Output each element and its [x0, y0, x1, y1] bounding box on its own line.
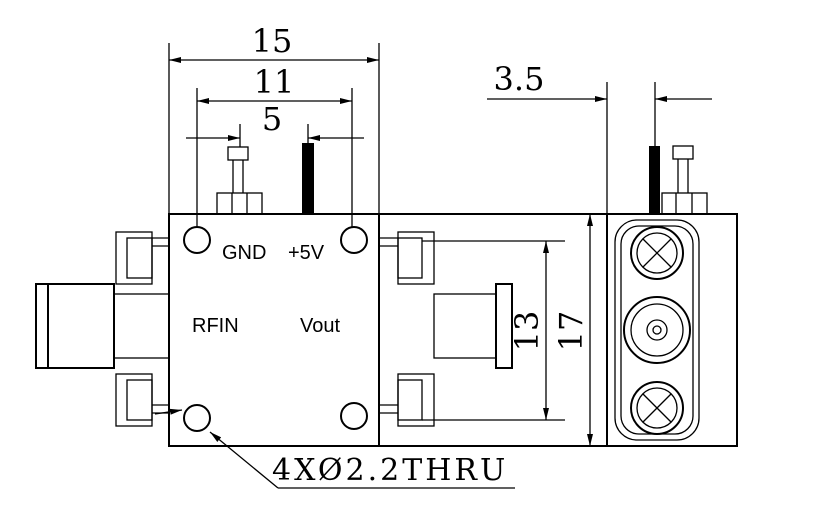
vout-connector-stubs [379, 231, 435, 427]
dim-15-label: 15 [252, 22, 293, 60]
front-view: GND +5V RFIN Vout [35, 143, 608, 447]
mounting-hole-bottom-left [183, 404, 211, 432]
dim-3-5-label: 3.5 [494, 60, 545, 98]
mounting-hole-bottom-right [340, 402, 368, 430]
plus5v-label: +5V [288, 242, 325, 264]
height-dimensions: 13 17 [422, 213, 600, 447]
dim-13-label: 13 [508, 311, 546, 352]
vout-label: Vout [300, 315, 340, 337]
hole-note: 4XØ2.2THRU [272, 453, 508, 488]
side-body [606, 213, 738, 447]
side-connector-frame [614, 219, 700, 441]
side-lower-flange [630, 381, 684, 435]
rfin-connector-stubs [115, 231, 169, 427]
side-sma-center [623, 296, 691, 364]
gnd-terminal [216, 146, 263, 215]
dim-5-label: 5 [262, 100, 282, 138]
dim-17-label: 17 [552, 311, 590, 352]
hole-callout: 4XØ2.2THRU [154, 408, 515, 489]
rfin-label: RFIN [192, 315, 239, 337]
gnd-label: GND [222, 242, 266, 264]
side-plus5v-pin [649, 146, 660, 214]
vout-connector [433, 283, 513, 369]
side-gnd-terminal [661, 145, 708, 215]
top-dimensions: 15 11 5 [168, 22, 380, 228]
mounting-hole-top-right [340, 226, 368, 254]
side-upper-flange [630, 226, 684, 280]
dim-11-label: 11 [254, 63, 295, 101]
mounting-hole-top-left [183, 226, 211, 254]
plus5v-pin [302, 143, 314, 214]
rfin-connector [35, 283, 170, 369]
side-view: 3.5 [487, 60, 738, 447]
